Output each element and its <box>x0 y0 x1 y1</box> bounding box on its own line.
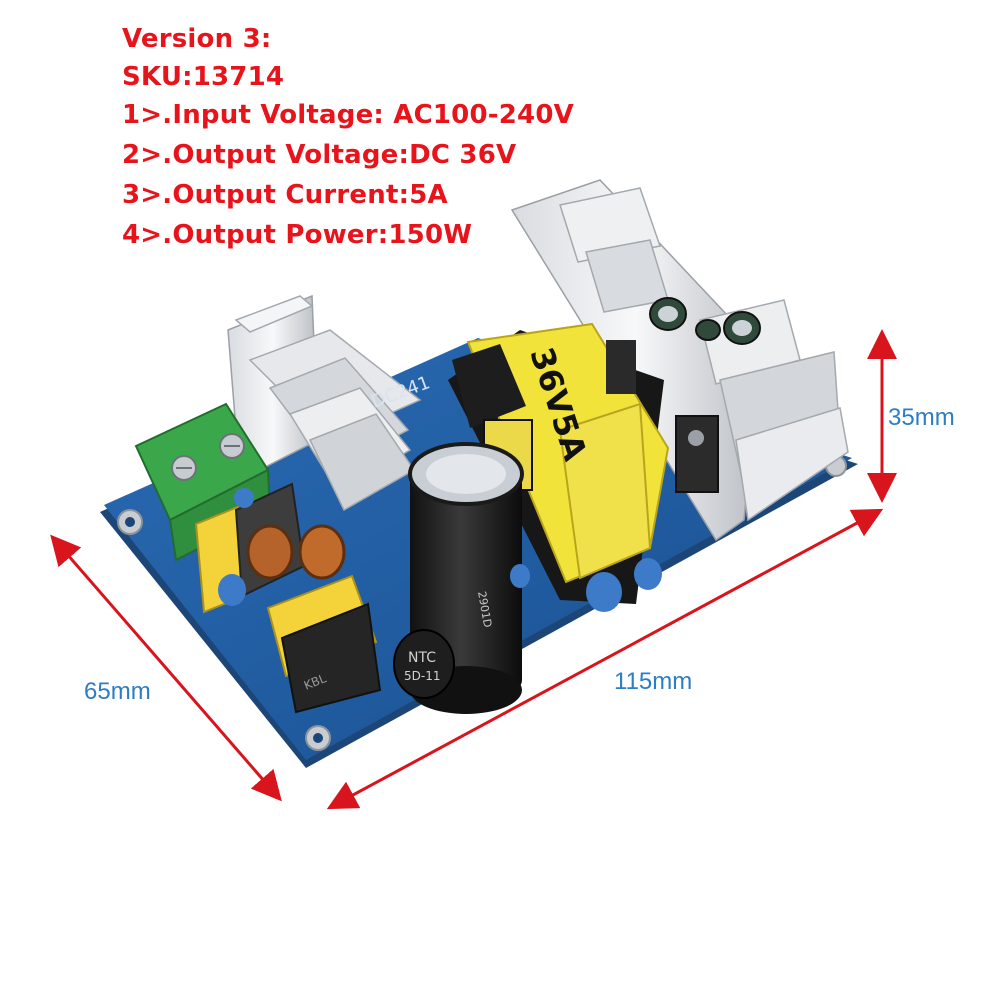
length-dimension-arrow <box>326 508 884 810</box>
small-capacitors <box>649 297 761 345</box>
output-voltage-text: 2>.Output Voltage:DC 36V <box>122 140 517 170</box>
output-components <box>606 340 719 493</box>
length-dimension-label: 115mm <box>614 668 693 695</box>
height-dimension-label: 35mm <box>888 404 955 431</box>
width-dimension-label: 65mm <box>84 678 151 705</box>
sku-text: SKU:13714 <box>122 62 285 92</box>
ntc-label: NTC <box>408 650 436 666</box>
output-power-text: 4>.Output Power:150W <box>122 220 473 250</box>
version-text: Version 3: <box>122 24 272 54</box>
input-voltage-text: 1>.Input Voltage: AC100-240V <box>122 100 574 130</box>
output-current-text: 3>.Output Current:5A <box>122 180 448 210</box>
left-heatsink <box>227 294 422 512</box>
ntc-value: 5D-11 <box>404 669 440 683</box>
width-dimension-arrow <box>50 534 282 802</box>
